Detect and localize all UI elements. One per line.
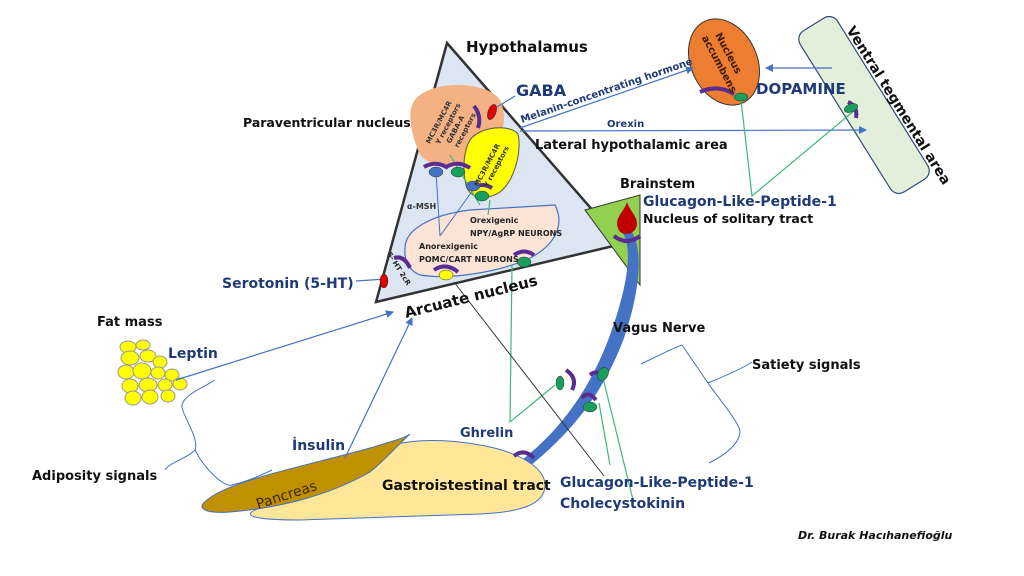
npy-agrp-label: NPY/AgRP NEURONS xyxy=(470,229,562,238)
pomc-connector-line xyxy=(453,281,605,477)
cck-label: Cholecystokinin xyxy=(560,496,685,512)
brainstem-label: Brainstem xyxy=(620,177,695,192)
vagus-nerve-label: Vagus Nerve xyxy=(613,321,706,336)
vagus-nerve xyxy=(522,232,639,466)
dopamine-label: DOPAMINE xyxy=(756,80,846,98)
hypothalamus-label: Hypothalamus xyxy=(466,38,588,56)
gaba-label: GABA xyxy=(516,81,567,100)
adiposity-signals-label: Adiposity signals xyxy=(32,469,157,484)
satiety-bracket xyxy=(640,344,753,464)
orexin-label: Orexin xyxy=(607,119,644,130)
orexin-arrow xyxy=(519,126,867,135)
fat-mass-label: Fat mass xyxy=(97,315,163,330)
ghrelin-label: Ghrelin xyxy=(460,426,513,441)
pancreas xyxy=(201,433,411,513)
receptor-icon xyxy=(612,234,642,243)
nucleus-accumbens xyxy=(688,18,760,106)
satiety-signals-label: Satiety signals xyxy=(752,358,861,373)
leptin-arrow xyxy=(175,310,394,381)
gi-tract-label: Gastroistestinal tract xyxy=(382,478,551,494)
paraventricular-label: Paraventricular nucleus xyxy=(243,115,411,130)
insulin-label: İnsulin xyxy=(292,437,345,454)
ventral-tegmental-area xyxy=(798,15,930,195)
alpha-msh-lines xyxy=(435,171,474,237)
alpha-msh-label: α-MSH xyxy=(407,202,436,211)
orexigenic-label: Orexigenic xyxy=(470,216,519,225)
fat-mass-cells xyxy=(117,339,188,406)
ligands xyxy=(379,92,858,413)
serotonin-label: Serotonin (5-HT) xyxy=(222,276,354,292)
author-credit: Dr. Burak Hacıhanefioğlu xyxy=(798,529,953,542)
adiposity-bracket xyxy=(164,379,273,486)
leptin-label: Leptin xyxy=(168,346,218,362)
nts-neuron-icon xyxy=(617,202,637,234)
glp1-bottom-label: Glucagon-Like-Peptide-1 xyxy=(560,475,754,491)
anorexigenic-label: Anorexigenic xyxy=(419,242,478,251)
nts-label: Nucleus of solitary tract xyxy=(643,211,813,226)
glp1-top-label: Glucagon-Like-Peptide-1 xyxy=(643,194,837,210)
insulin-arrow xyxy=(344,317,413,459)
mch-arrow xyxy=(519,66,694,129)
lateral-hypothalamic-label: Lateral hypothalamic area xyxy=(535,138,728,153)
pomc-cart-label: POMC/CART NEURONS xyxy=(419,255,519,264)
